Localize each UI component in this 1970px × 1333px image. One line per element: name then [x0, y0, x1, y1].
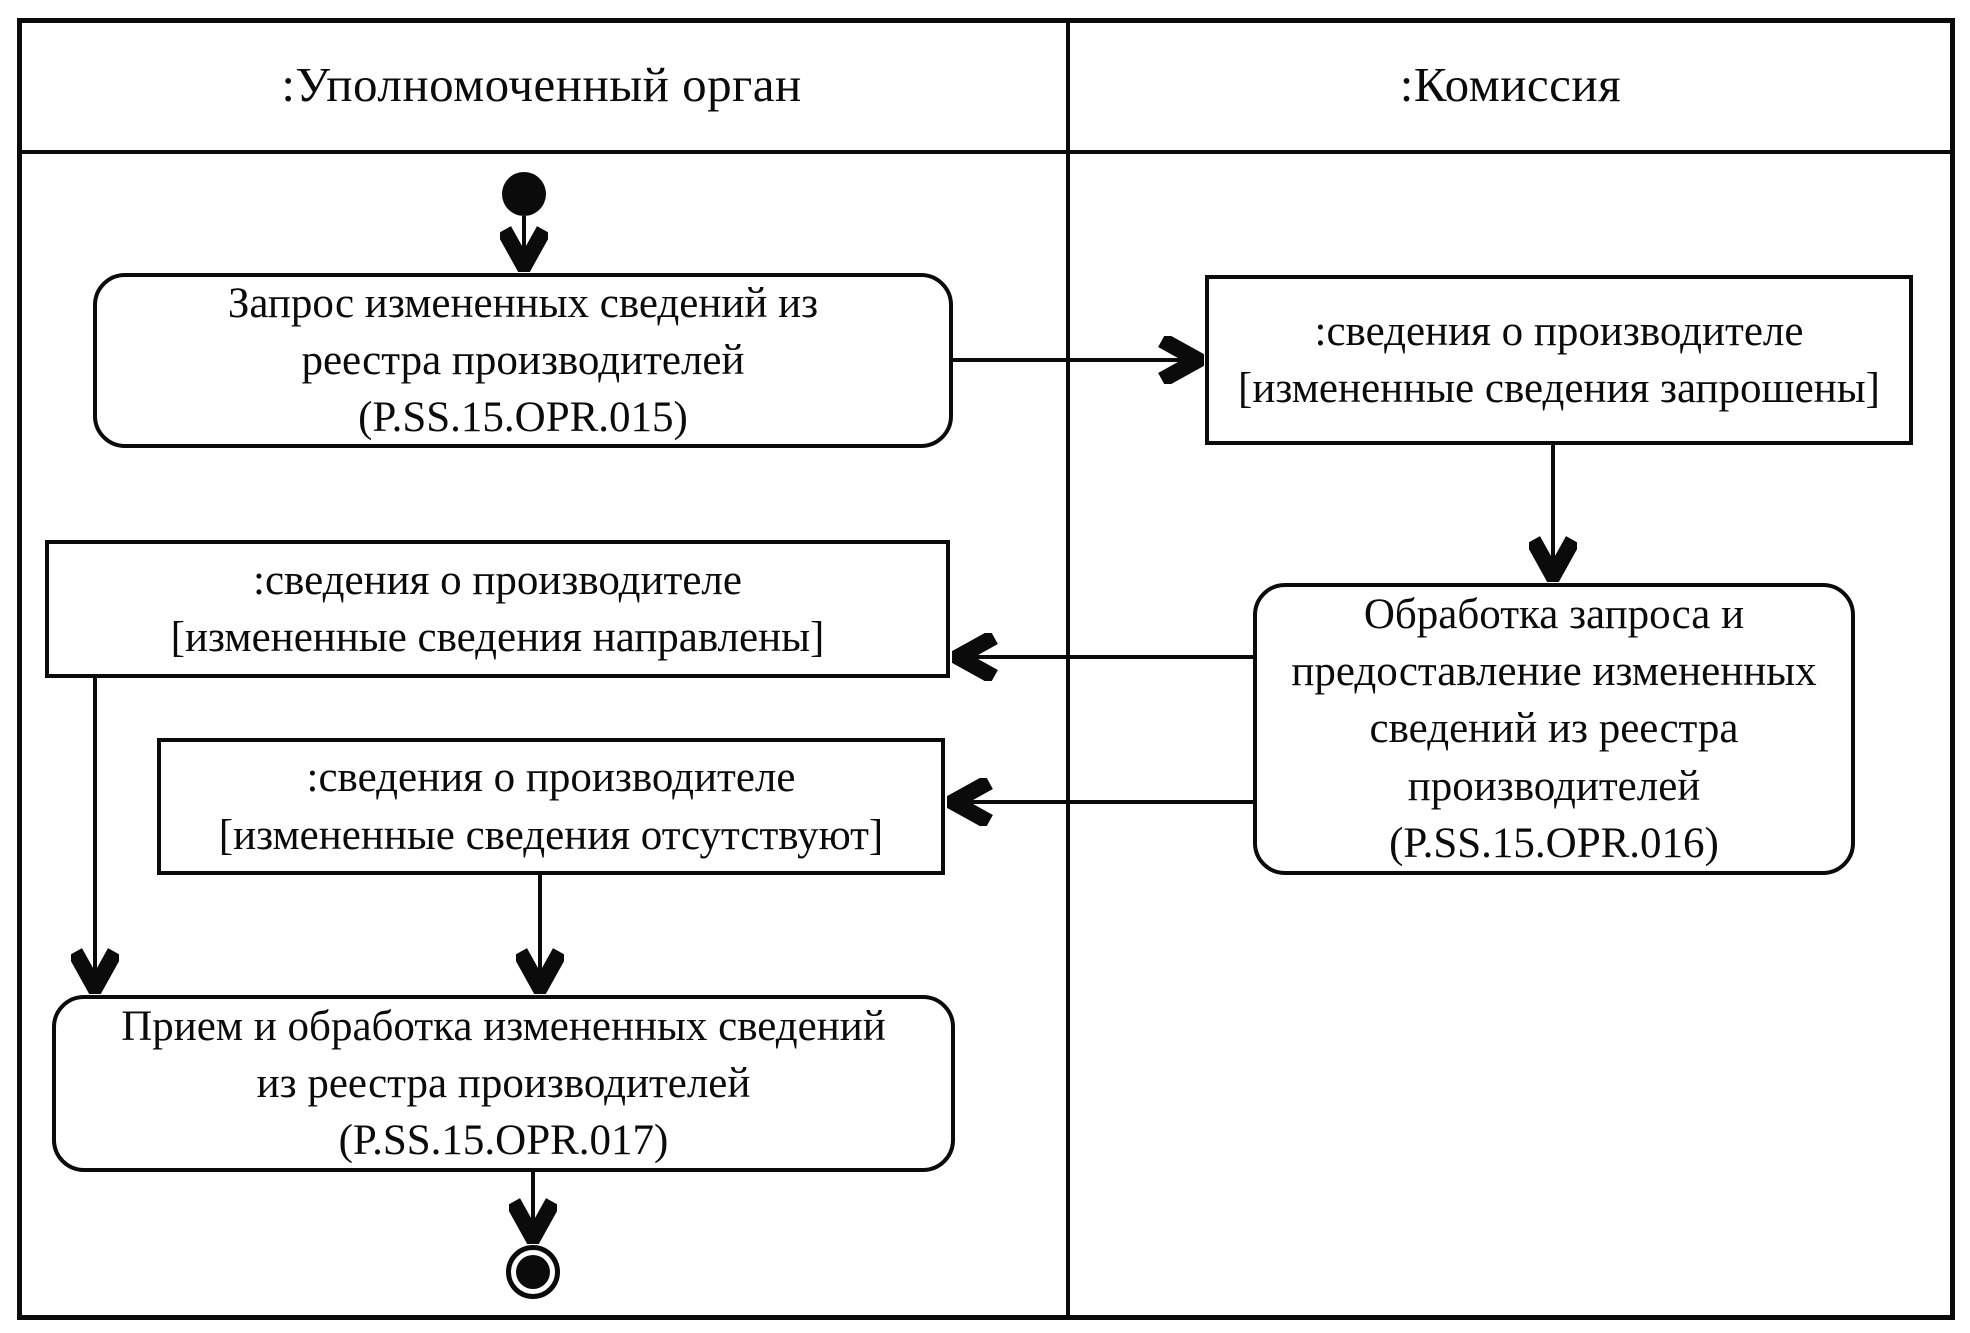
- action-receive-process-info-opr017: Прием и обработка измененных сведений из…: [52, 995, 955, 1172]
- action-process-request-opr016: Обработка запроса и предоставление измен…: [1253, 583, 1855, 875]
- lane-header-commission: :Комиссия: [1399, 56, 1622, 112]
- lane-divider: [1066, 18, 1070, 1320]
- initial-node-icon: [502, 172, 546, 216]
- final-node-core: [516, 1255, 550, 1289]
- action-request-changed-info-opr015: Запрос измененных сведений из реестра пр…: [93, 273, 953, 448]
- object-producer-info-absent: :сведения о производителе [измененные св…: [157, 738, 945, 875]
- final-node-icon: [506, 1245, 560, 1299]
- lane-header-divider: [17, 150, 1955, 154]
- diagram-frame: [17, 18, 1955, 1320]
- object-producer-info-requested: :сведения о производителе [измененные св…: [1205, 275, 1913, 445]
- object-producer-info-sent: :сведения о производителе [измененные св…: [45, 540, 950, 678]
- lane-header-authorized-body: :Уполномоченный орган: [281, 56, 802, 112]
